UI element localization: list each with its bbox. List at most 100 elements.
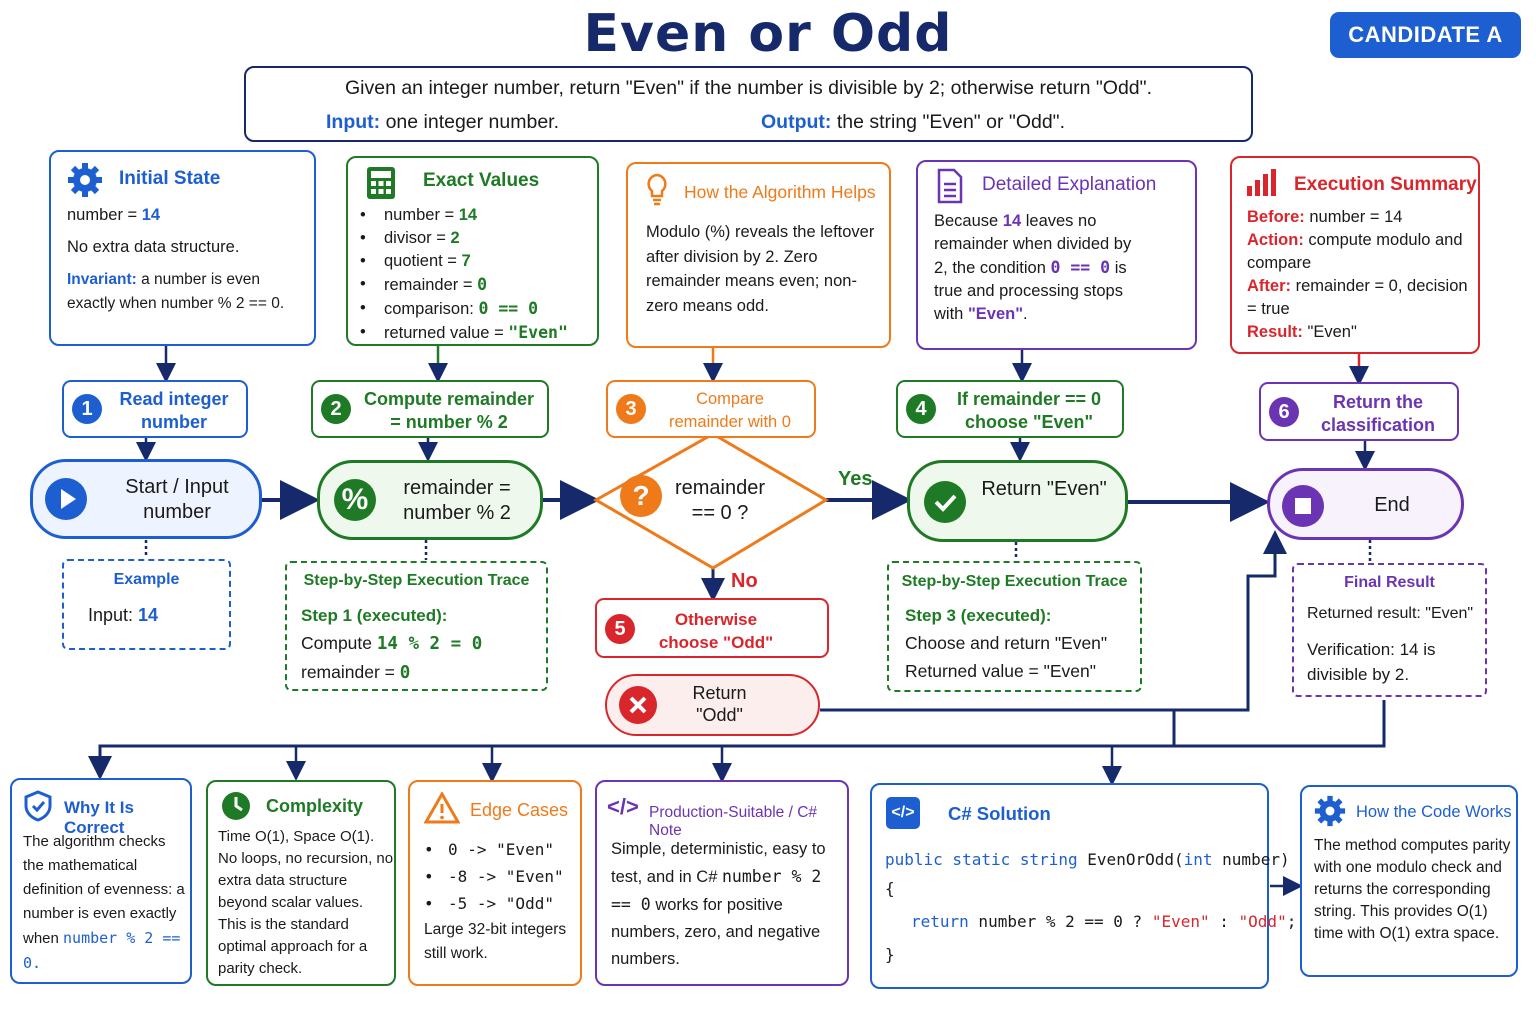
- number-value: 14: [141, 206, 161, 224]
- detailed-explanation-title: Detailed Explanation: [982, 174, 1157, 195]
- exact-value-item: number = 14: [360, 204, 592, 227]
- return-even-label: Return "Even": [981, 478, 1107, 500]
- final-result-title: Final Result: [1344, 574, 1435, 591]
- exact-value-value: "Even": [508, 323, 568, 342]
- x-icon: [619, 686, 657, 724]
- code-keyword-2: int: [1183, 850, 1213, 869]
- calculator-icon: [367, 167, 395, 199]
- code-line-3: return number % 2 == 0 ? "Even" : "Odd";: [885, 907, 1296, 936]
- result-text: "Even": [1307, 323, 1357, 341]
- detailed-explanation-text: Because 14 leaves no remainder when divi…: [934, 210, 1148, 326]
- problem-text: Given an integer number, return "Even" i…: [344, 77, 1152, 99]
- exact-value-item: returned value = "Even": [360, 321, 592, 345]
- number-label: number =: [67, 206, 142, 224]
- exact-value-key: comparison:: [384, 300, 479, 318]
- why-correct-title: Why It Is Correct: [64, 798, 134, 837]
- exact-values-card: Exact Values number = 14divisor = 2quoti…: [346, 156, 599, 346]
- csharp-solution-title: C# Solution: [948, 803, 1051, 824]
- final-result-line-2: Verification: 14 is divisible by 2.: [1307, 640, 1436, 684]
- problem-statement: Given an integer number, return "Even" i…: [244, 66, 1253, 142]
- detailed-return: "Even": [967, 305, 1024, 323]
- how-code-works-text: The method computes parity with one modu…: [1314, 837, 1511, 942]
- how-code-works-card: How the Code Works The method computes p…: [1300, 785, 1518, 977]
- step-1-number: 1: [72, 394, 102, 424]
- invariant-text: a number is even exactly when number % 2…: [67, 271, 285, 312]
- output-spec: Output: the string "Even" or "Odd".: [761, 111, 1065, 134]
- end-label: End: [1374, 494, 1410, 516]
- step-3-number: 3: [616, 394, 646, 424]
- return-odd-label: Return "Odd": [692, 683, 747, 725]
- code-string-even: "Even": [1151, 912, 1210, 931]
- why-correct-code: number % 2 == 0.: [23, 929, 181, 972]
- exact-value-key: returned value =: [384, 324, 509, 342]
- step-3-label: Compare remainder with 0: [669, 390, 791, 431]
- input-label: Input:: [326, 111, 381, 133]
- detailed-condition: 0 == 0: [1050, 258, 1111, 277]
- document-icon: [937, 168, 963, 204]
- detailed-text-4: .: [1023, 305, 1028, 323]
- step-4-box: 4 If remainder == 0 choose "Even": [896, 380, 1124, 438]
- step-5-box: 5 Otherwise choose "Odd": [595, 598, 829, 658]
- trace-1-box: Step-by-Step Execution Trace Step 1 (exe…: [285, 561, 548, 691]
- gear-icon: [1314, 795, 1346, 827]
- lightbulb-icon: [647, 173, 667, 206]
- execution-summary-title: Execution Summary: [1294, 174, 1477, 195]
- code-line-1: public static string EvenOrOdd(int numbe…: [885, 845, 1296, 874]
- why-correct-body: The algorithm checks the mathematical de…: [23, 833, 185, 947]
- exact-values-list: number = 14divisor = 2quotient = 7remain…: [360, 204, 592, 345]
- initial-state-card: Initial State number = 14 No extra data …: [49, 150, 316, 346]
- trace-1-remainder: remainder = 0: [301, 658, 410, 688]
- code-keyword-1: public static string: [885, 850, 1078, 869]
- detailed-text-1: Because: [934, 212, 1003, 230]
- edge-case-item: 0 -> "Even": [424, 836, 580, 863]
- step-1-box: 1 Read integer number: [62, 380, 248, 438]
- after-label: After:: [1247, 277, 1291, 295]
- detailed-number: 14: [1002, 212, 1022, 230]
- warning-icon: [424, 792, 460, 824]
- trace-2-line-2: Returned value = "Even": [905, 661, 1096, 681]
- step-4-label: If remainder == 0 choose "Even": [956, 389, 1102, 432]
- decision-label: remainder == 0 ?: [674, 477, 766, 524]
- detailed-explanation-card: Detailed Explanation Because 14 leaves n…: [916, 160, 1197, 350]
- exact-value-value: 2: [450, 229, 460, 247]
- why-correct-card: Why It Is Correct The algorithm checks t…: [10, 778, 192, 984]
- step-2-number: 2: [321, 394, 351, 424]
- detailed-text-2: leaves no remainder when divided by 2, t…: [934, 212, 1132, 277]
- code-line-4: }: [885, 945, 895, 964]
- trace-1-rem-value: 0: [399, 663, 411, 683]
- input-text: one integer number.: [385, 111, 560, 133]
- percent-icon: %: [334, 479, 376, 521]
- input-spec: Input: one integer number.: [326, 111, 559, 134]
- compute-label: remainder = number % 2: [403, 477, 511, 524]
- complexity-text: Time O(1), Space O(1). No loops, no recu…: [218, 828, 394, 977]
- production-code: number % 2 == 0: [611, 867, 822, 914]
- edge-cases-note: Large 32-bit integers still work.: [424, 921, 567, 962]
- before-label: Before:: [1247, 208, 1305, 226]
- execution-summary-card: Execution Summary Before: number = 14 Ac…: [1230, 156, 1480, 354]
- trace-1-compute-label: Compute: [301, 633, 377, 653]
- edge-cases-card: Edge Cases 0 -> "Even"-8 -> "Even"-5 -> …: [408, 780, 582, 986]
- example-input-label: Input:: [88, 605, 139, 625]
- step-6-label: Return the classification: [1320, 392, 1436, 435]
- csharp-code-block: public static string EvenOrOdd(int numbe…: [885, 845, 1296, 969]
- clock-icon: [222, 792, 250, 820]
- exact-value-key: quotient =: [384, 252, 462, 270]
- action-label: Action:: [1247, 231, 1304, 249]
- result-label: Result:: [1247, 323, 1303, 341]
- exact-value-value: 14: [458, 206, 478, 224]
- csharp-solution-card: </> C# Solution public static string Eve…: [870, 783, 1296, 989]
- bar-chart-icon: [1247, 169, 1276, 196]
- code-string-odd: "Odd": [1238, 912, 1287, 931]
- code-param: number): [1212, 850, 1290, 869]
- code-icon: </>: [607, 794, 639, 819]
- return-even-node: Return "Even": [907, 460, 1128, 542]
- why-correct-text: The algorithm checks the mathematical de…: [23, 830, 188, 976]
- algorithm-helps-title: How the Algorithm Helps: [684, 182, 876, 202]
- initial-state-title: Initial State: [119, 168, 221, 189]
- trace-2-box: Step-by-Step Execution Trace Step 3 (exe…: [887, 561, 1142, 692]
- trace-2-step: Step 3 (executed):: [905, 606, 1052, 625]
- code-expression: number % 2 == 0 ?: [968, 912, 1152, 931]
- output-label: Output:: [761, 111, 832, 133]
- step-1-label: Read integer number: [119, 389, 229, 432]
